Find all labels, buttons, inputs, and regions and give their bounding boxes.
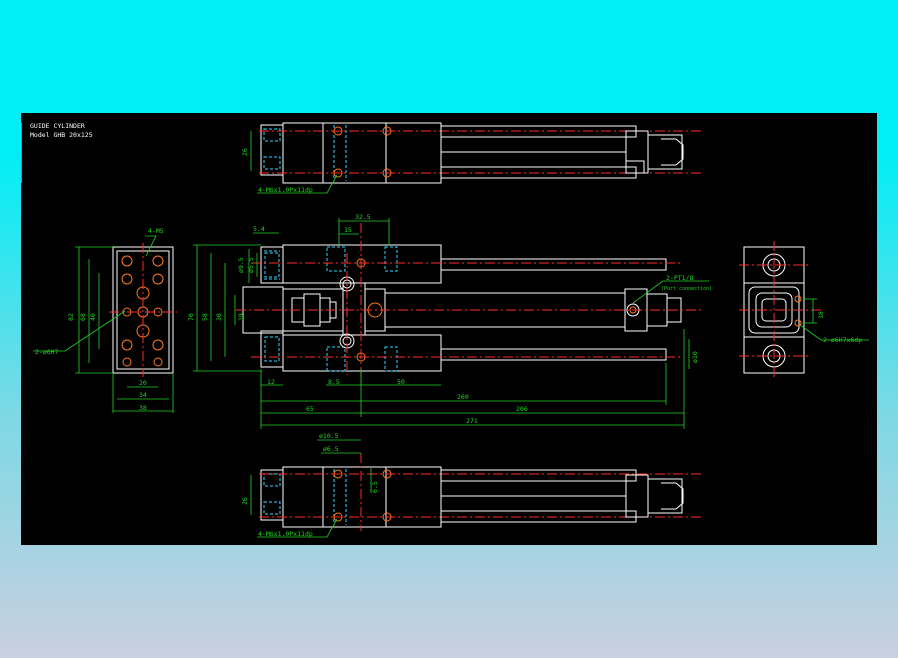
dim-6-5: 6.5 [371, 481, 379, 493]
dim-58: 58 [201, 313, 209, 321]
dim-40: 40 [89, 313, 97, 321]
dim-5-4: 5.4 [253, 225, 265, 233]
dim-phi-5-5: ø5.5 [247, 257, 255, 273]
callout-port: 2-PT1/8 [666, 274, 693, 282]
callout-end-pin: 2-ø6H7 [35, 348, 59, 356]
dim-271: 271 [466, 417, 478, 425]
callout-bottom-tap: 4-M6x1.0Px11dp [258, 530, 313, 538]
dim-phi-9-5: ø9.5 [237, 257, 245, 273]
callout-end-tap: 4-M5 [148, 227, 164, 235]
bottom-view: 26 ø10.5 ø6.5 6.5 4-M6x1.0Px11dp [241, 432, 701, 538]
dim-32-5: 32.5 [355, 213, 371, 221]
dim-8-5: 8.5 [328, 378, 340, 386]
dim-19: 19 [237, 313, 245, 321]
dim-260: 260 [457, 393, 469, 401]
callout-top-tap: 4-M6x1.0Px11dp [258, 186, 313, 194]
dim-34: 34 [139, 391, 147, 399]
dim-phi-6-5: ø6.5 [323, 445, 339, 453]
title-line-2: Model GHB 20x125 [30, 131, 93, 139]
dim-50: 50 [397, 378, 405, 386]
dim-top-26: 26 [241, 148, 249, 156]
dim-30: 30 [215, 313, 223, 321]
side-view-right: 18 2-ø6H7x6dp [739, 241, 869, 379]
dim-70: 70 [187, 313, 195, 321]
dim-82: 82 [67, 313, 75, 321]
front-view: 70 58 30 19 ø9.5 ø5.5 5.4 32.5 15 12 8.5… [187, 213, 712, 429]
title-line-1: GUIDE CYLINDER [30, 122, 85, 130]
dim-12: 12 [267, 378, 275, 386]
dim-65: 65 [306, 405, 314, 413]
callout-port-note: (Port connection) [661, 286, 712, 292]
dim-206: 206 [516, 405, 528, 413]
dim-bottom-26: 26 [241, 497, 249, 505]
cad-drawing: GUIDE CYLINDER Model GHB 20x125 26 4-M6x… [21, 122, 869, 538]
callout-rod-pin: 2-ø6H7x6dp [823, 336, 862, 344]
dim-68: 68 [79, 313, 87, 321]
dim-20: 20 [139, 379, 147, 387]
dim-15: 15 [344, 226, 352, 234]
drawing-sheet: GUIDE CYLINDER Model GHB 20x125 26 4-M6x… [21, 113, 877, 545]
dim-18: 18 [817, 311, 825, 319]
dim-38: 38 [139, 404, 147, 412]
end-view-left: 82 68 40 20 34 38 4-M5 2-ø6H7 [33, 227, 177, 413]
top-view: 26 4-M6x1.0Px11dp [21, 122, 701, 194]
dim-phi-10-5: ø10.5 [319, 432, 339, 440]
dim-phi-10: ø10 [691, 351, 699, 363]
